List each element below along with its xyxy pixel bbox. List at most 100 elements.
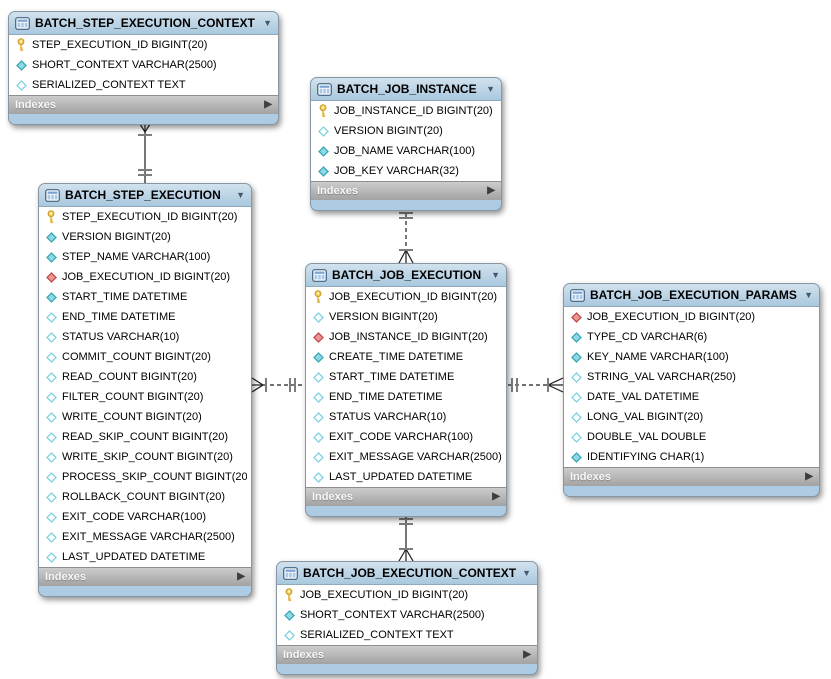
table-header[interactable]: BATCH_STEP_EXECUTION▼: [39, 184, 251, 207]
column-row[interactable]: KEY_NAME VARCHAR(100): [564, 347, 819, 367]
column-label: STEP_NAME VARCHAR(100): [62, 251, 211, 263]
expand-arrow-icon[interactable]: ▶: [492, 491, 500, 502]
column-row[interactable]: JOB_EXECUTION_ID BIGINT(20): [39, 267, 251, 287]
column-row[interactable]: STEP_NAME VARCHAR(100): [39, 247, 251, 267]
indexes-bar[interactable]: Indexes▶: [564, 467, 819, 486]
column-row[interactable]: ROLLBACK_COUNT BIGINT(20): [39, 487, 251, 507]
expand-arrow-icon[interactable]: ▶: [237, 571, 245, 582]
diamond-open-icon: [569, 371, 583, 383]
column-row[interactable]: EXIT_MESSAGE VARCHAR(2500): [39, 527, 251, 547]
indexes-bar[interactable]: Indexes▶: [311, 181, 501, 200]
collapse-caret-icon[interactable]: ▼: [486, 83, 495, 94]
relationship-job_execution__step_execution[interactable]: [251, 377, 305, 393]
column-row[interactable]: COMMIT_COUNT BIGINT(20): [39, 347, 251, 367]
column-row[interactable]: FILTER_COUNT BIGINT(20): [39, 387, 251, 407]
column-row[interactable]: JOB_EXECUTION_ID BIGINT(20): [564, 307, 819, 327]
columns-list: JOB_EXECUTION_ID BIGINT(20)TYPE_CD VARCH…: [564, 307, 819, 467]
column-row[interactable]: JOB_KEY VARCHAR(32): [311, 161, 501, 181]
table-header[interactable]: BATCH_STEP_EXECUTION_CONTEXT ▼: [9, 12, 278, 35]
column-row[interactable]: SHORT_CONTEXT VARCHAR(2500): [277, 605, 537, 625]
indexes-bar[interactable]: Indexes▶: [39, 567, 251, 586]
table-header[interactable]: BATCH_JOB_EXECUTION_PARAMS▼: [564, 284, 819, 307]
column-row[interactable]: IDENTIFYING CHAR(1): [564, 447, 819, 467]
column-row[interactable]: LONG_VAL BIGINT(20): [564, 407, 819, 427]
column-row[interactable]: VERSION BIGINT(20): [311, 121, 501, 141]
table-header[interactable]: BATCH_JOB_EXECUTION▼: [306, 264, 506, 287]
collapse-caret-icon[interactable]: ▼: [263, 17, 272, 28]
relationship-job_instance__job_execution[interactable]: [398, 207, 414, 264]
column-row[interactable]: LAST_UPDATED DATETIME: [306, 467, 506, 487]
diamond-open-icon: [44, 491, 58, 503]
diamond-open-icon: [14, 79, 28, 91]
diamond-open-icon: [569, 391, 583, 403]
relationship-job_execution__job_execution_context[interactable]: [398, 513, 414, 562]
columns-list: JOB_EXECUTION_ID BIGINT(20)SHORT_CONTEXT…: [277, 585, 537, 645]
table-batch_step_execution_context[interactable]: BATCH_STEP_EXECUTION_CONTEXT ▼ STEP_EXECUT…: [8, 11, 279, 125]
diamond-fk-icon: [44, 271, 58, 283]
column-label: JOB_INSTANCE_ID BIGINT(20): [334, 105, 493, 117]
column-row[interactable]: STATUS VARCHAR(10): [306, 407, 506, 427]
column-row[interactable]: JOB_EXECUTION_ID BIGINT(20): [277, 585, 537, 605]
relationship-job_execution__job_execution_params[interactable]: [508, 377, 564, 393]
collapse-caret-icon[interactable]: ▼: [522, 567, 531, 578]
column-row[interactable]: EXIT_MESSAGE VARCHAR(2500): [306, 447, 506, 467]
column-row[interactable]: CREATE_TIME DATETIME: [306, 347, 506, 367]
column-row[interactable]: STEP_EXECUTION_ID BIGINT(20): [39, 207, 251, 227]
column-row[interactable]: START_TIME DATETIME: [306, 367, 506, 387]
column-row[interactable]: STRING_VAL VARCHAR(250): [564, 367, 819, 387]
indexes-bar[interactable]: Indexes▶: [306, 487, 506, 506]
collapse-caret-icon[interactable]: ▼: [236, 189, 245, 200]
table-batch_step_execution[interactable]: BATCH_STEP_EXECUTION▼STEP_EXECUTION_ID B…: [38, 183, 252, 597]
column-row[interactable]: END_TIME DATETIME: [39, 307, 251, 327]
column-row[interactable]: JOB_NAME VARCHAR(100): [311, 141, 501, 161]
expand-arrow-icon[interactable]: ▶: [805, 471, 813, 482]
column-row[interactable]: PROCESS_SKIP_COUNT BIGINT(20): [39, 467, 251, 487]
column-row[interactable]: READ_SKIP_COUNT BIGINT(20): [39, 427, 251, 447]
column-label: WRITE_SKIP_COUNT BIGINT(20): [62, 451, 233, 463]
expand-arrow-icon[interactable]: ▶: [487, 185, 495, 196]
column-label: START_TIME DATETIME: [62, 291, 188, 303]
column-row[interactable]: JOB_INSTANCE_ID BIGINT(20): [311, 101, 501, 121]
column-row[interactable]: EXIT_CODE VARCHAR(100): [39, 507, 251, 527]
column-row[interactable]: JOB_EXECUTION_ID BIGINT(20): [306, 287, 506, 307]
table-batch_job_execution_params[interactable]: BATCH_JOB_EXECUTION_PARAMS▼JOB_EXECUTION…: [563, 283, 820, 497]
column-row[interactable]: END_TIME DATETIME: [306, 387, 506, 407]
indexes-bar[interactable]: Indexes ▶: [277, 645, 537, 664]
diamond-open-icon: [282, 629, 296, 641]
column-row[interactable]: TYPE_CD VARCHAR(6): [564, 327, 819, 347]
column-row[interactable]: READ_COUNT BIGINT(20): [39, 367, 251, 387]
column-row[interactable]: JOB_INSTANCE_ID BIGINT(20): [306, 327, 506, 347]
table-title: BATCH_STEP_EXECUTION_CONTEXT: [35, 16, 255, 30]
expand-arrow-icon[interactable]: ▶: [264, 99, 272, 110]
table-header[interactable]: BATCH_JOB_EXECUTION_CONTEXT▼: [277, 562, 537, 585]
table-batch_job_execution_context[interactable]: BATCH_JOB_EXECUTION_CONTEXT▼JOB_EXECUTIO…: [276, 561, 538, 675]
diamond-open-icon: [44, 431, 58, 443]
column-row[interactable]: EXIT_CODE VARCHAR(100): [306, 427, 506, 447]
diamond-open-icon: [44, 451, 58, 463]
column-row[interactable]: STATUS VARCHAR(10): [39, 327, 251, 347]
diamond-open-icon: [44, 551, 58, 563]
collapse-caret-icon[interactable]: ▼: [491, 269, 500, 280]
column-row[interactable]: LAST_UPDATED DATETIME: [39, 547, 251, 567]
column-row[interactable]: SHORT_CONTEXT VARCHAR(2500): [9, 55, 278, 75]
table-batch_job_instance[interactable]: BATCH_JOB_INSTANCE▼ JOB_INSTANCE_ID BIGIN…: [310, 77, 502, 211]
table-batch_job_execution[interactable]: BATCH_JOB_EXECUTION▼JOB_EXECUTION_ID BIG…: [305, 263, 507, 517]
column-row[interactable]: VERSION BIGINT(20): [306, 307, 506, 327]
column-row[interactable]: WRITE_COUNT BIGINT(20): [39, 407, 251, 427]
collapse-caret-icon[interactable]: ▼: [804, 289, 813, 300]
column-row[interactable]: DOUBLE_VAL DOUBLE: [564, 427, 819, 447]
indexes-bar[interactable]: Indexes▶: [9, 95, 278, 114]
diamond-filled-icon: [316, 145, 330, 157]
column-row[interactable]: START_TIME DATETIME: [39, 287, 251, 307]
column-row[interactable]: WRITE_SKIP_COUNT BIGINT(20): [39, 447, 251, 467]
column-row[interactable]: SERIALIZED_CONTEXT TEXT: [277, 625, 537, 645]
expand-arrow-icon[interactable]: ▶: [523, 649, 531, 660]
column-row[interactable]: SERIALIZED_CONTEXT TEXT: [9, 75, 278, 95]
column-row[interactable]: VERSION BIGINT(20): [39, 227, 251, 247]
table-header[interactable]: BATCH_JOB_INSTANCE▼: [311, 78, 501, 101]
column-label: VERSION BIGINT(20): [62, 231, 171, 243]
column-row[interactable]: DATE_VAL DATETIME: [564, 387, 819, 407]
relationship-step_execution__step_execution_context[interactable]: [137, 120, 153, 183]
indexes-label: Indexes: [283, 649, 324, 661]
column-row[interactable]: STEP_EXECUTION_ID BIGINT(20): [9, 35, 278, 55]
